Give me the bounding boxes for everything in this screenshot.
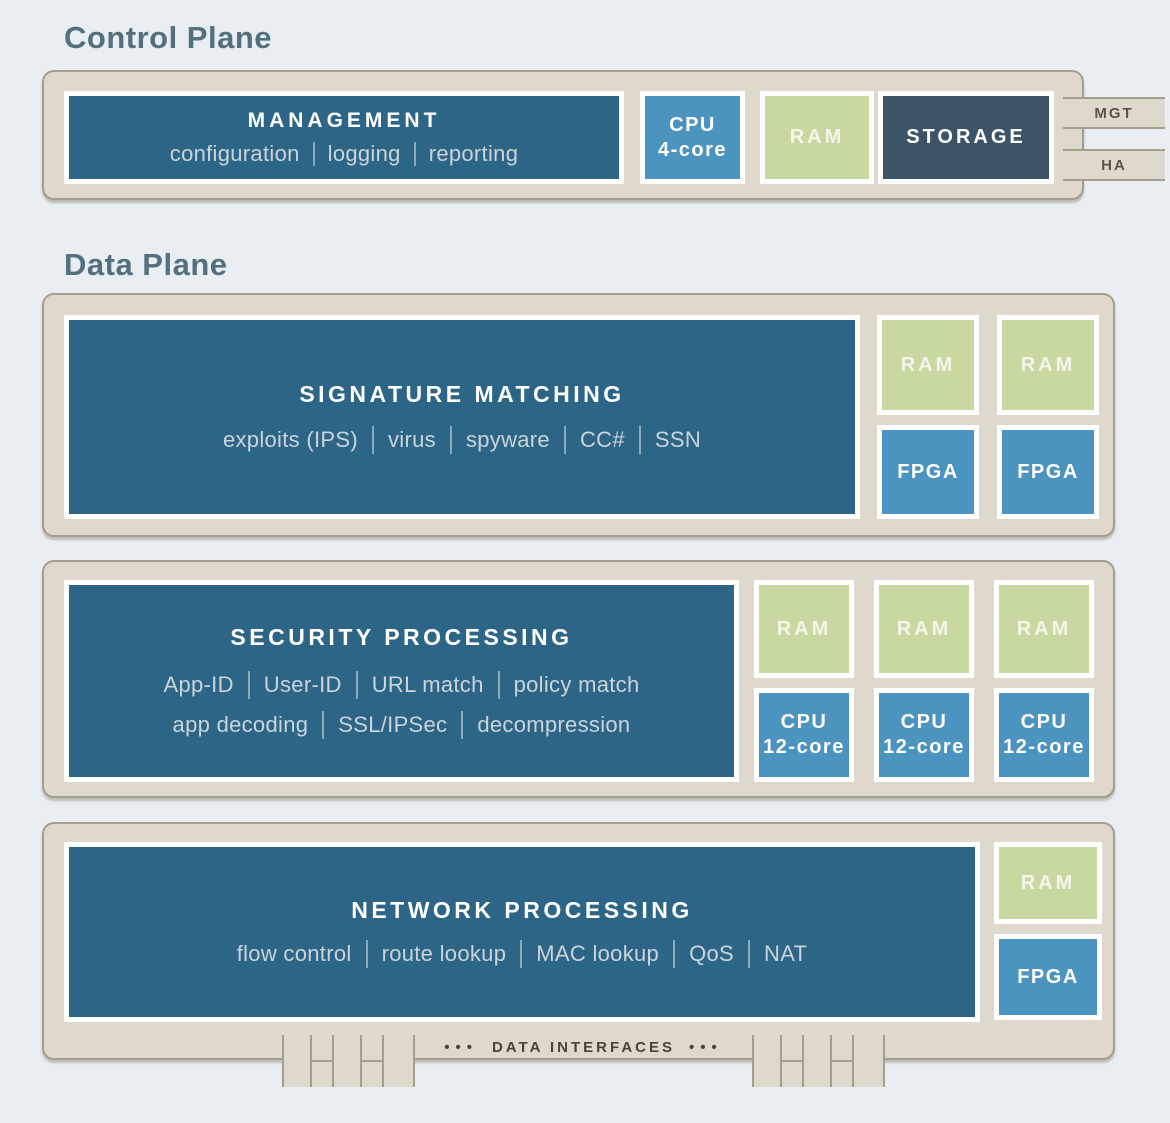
separator bbox=[461, 710, 464, 739]
separator bbox=[563, 425, 566, 454]
signature-matching-title: SIGNATURE MATCHING bbox=[299, 380, 625, 407]
ram-label: RAM bbox=[900, 353, 956, 376]
security-processing-block: SECURITY PROCESSING App-ID User-ID URL mat… bbox=[64, 580, 739, 782]
signature-matching-block: SIGNATURE MATCHING exploits (IPS) virus sp… bbox=[64, 315, 860, 519]
ram-block-sig-2: RAM bbox=[997, 315, 1099, 415]
network-processing-title: NETWORK PROCESSING bbox=[351, 896, 693, 923]
separator bbox=[449, 425, 452, 454]
cpu-label: CPU bbox=[669, 113, 716, 136]
function-item: configuration bbox=[169, 140, 300, 166]
function-item: App-ID bbox=[163, 671, 234, 697]
ram-label: RAM bbox=[1020, 353, 1076, 376]
separator bbox=[247, 670, 250, 699]
management-functions: configuration logging reporting bbox=[170, 141, 518, 167]
function-item: decompression bbox=[477, 711, 631, 737]
function-item: app decoding bbox=[172, 711, 309, 737]
cpu-4core-block: CPU 4-core bbox=[640, 91, 745, 184]
fpga-block-sig-1: FPGA bbox=[877, 425, 979, 519]
fpga-block-sig-2: FPGA bbox=[997, 425, 1099, 519]
cpu-label: CPU bbox=[1020, 711, 1068, 733]
security-processing-panel: SECURITY PROCESSING App-ID User-ID URL mat… bbox=[42, 560, 1115, 798]
storage-block: STORAGE bbox=[878, 91, 1054, 184]
function-item: virus bbox=[387, 426, 436, 452]
function-item: SSL/IPSec bbox=[338, 711, 448, 737]
network-processing-functions: flow control route lookup MAC lookup QoS NAT bbox=[236, 939, 808, 968]
interface-pins-left bbox=[282, 1035, 415, 1087]
cpu-cores-label: 12-core bbox=[763, 736, 845, 758]
cpu-cores-label: 4-core bbox=[657, 138, 728, 161]
fpga-label: FPGA bbox=[1017, 460, 1079, 483]
interface-pins-right bbox=[752, 1035, 885, 1087]
network-processing-panel: NETWORK PROCESSING flow control route loo… bbox=[42, 822, 1115, 1087]
cpu-12core-block-2: CPU 12-core bbox=[874, 688, 974, 782]
storage-label: STORAGE bbox=[906, 126, 1026, 148]
management-block: MANAGEMENT configuration logging reporting bbox=[64, 91, 624, 184]
data-interfaces-label: ••• DATA INTERFACES ••• bbox=[415, 1034, 752, 1060]
ram-block-control: RAM bbox=[760, 91, 874, 184]
ram-block-sec-1: RAM bbox=[754, 580, 854, 678]
function-item: reporting bbox=[428, 140, 519, 166]
security-processing-title: SECURITY PROCESSING bbox=[230, 623, 573, 650]
function-item: CC# bbox=[579, 426, 625, 452]
function-item: URL match bbox=[371, 671, 484, 697]
data-plane-heading: Data Plane bbox=[64, 247, 228, 282]
separator bbox=[673, 939, 676, 968]
separator bbox=[355, 670, 358, 699]
ram-label: RAM bbox=[1016, 617, 1072, 640]
function-item: SSN bbox=[654, 426, 702, 452]
separator bbox=[365, 939, 368, 968]
control-plane-panel: MANAGEMENT configuration logging reporting… bbox=[42, 70, 1165, 200]
data-interfaces-dots-right: ••• bbox=[689, 1038, 723, 1056]
fpga-label: FPGA bbox=[1017, 965, 1079, 988]
cpu-12core-block-1: CPU 12-core bbox=[754, 688, 854, 782]
signature-matching-panel: SIGNATURE MATCHING exploits (IPS) virus sp… bbox=[42, 293, 1115, 537]
cpu-label: CPU bbox=[780, 711, 828, 733]
mgt-port-tab: MGT bbox=[1063, 97, 1165, 129]
data-interfaces-dots-left: ••• bbox=[444, 1038, 478, 1056]
signature-matching-functions: exploits (IPS) virus spyware CC# SSN bbox=[222, 425, 702, 454]
fpga-block-net: FPGA bbox=[994, 934, 1102, 1020]
ram-block-sec-3: RAM bbox=[994, 580, 1094, 678]
mgt-port-label: MGT bbox=[1094, 104, 1134, 122]
network-processing-block: NETWORK PROCESSING flow control route loo… bbox=[64, 842, 980, 1022]
ram-label: RAM bbox=[789, 126, 845, 148]
ram-label: RAM bbox=[776, 617, 832, 640]
function-item: policy match bbox=[513, 671, 640, 697]
data-interfaces-text: DATA INTERFACES bbox=[491, 1038, 676, 1056]
separator bbox=[520, 939, 523, 968]
ram-block-sec-2: RAM bbox=[874, 580, 974, 678]
separator bbox=[748, 939, 751, 968]
ha-port-tab: HA bbox=[1063, 149, 1165, 181]
function-item: User-ID bbox=[263, 671, 342, 697]
function-item: route lookup bbox=[381, 940, 507, 966]
management-title: MANAGEMENT bbox=[247, 108, 441, 132]
separator bbox=[312, 141, 315, 166]
function-item: MAC lookup bbox=[536, 940, 660, 966]
ha-port-label: HA bbox=[1101, 156, 1127, 174]
function-item: logging bbox=[327, 140, 401, 166]
ram-label: RAM bbox=[1020, 871, 1076, 894]
separator bbox=[371, 425, 374, 454]
separator bbox=[322, 710, 325, 739]
ram-block-sig-1: RAM bbox=[877, 315, 979, 415]
security-processing-functions-line1: App-ID User-ID URL match policy match bbox=[163, 670, 640, 699]
function-item: spyware bbox=[465, 426, 550, 452]
separator bbox=[497, 670, 500, 699]
cpu-12core-block-3: CPU 12-core bbox=[994, 688, 1094, 782]
function-item: exploits (IPS) bbox=[222, 426, 358, 452]
separator bbox=[638, 425, 641, 454]
cpu-label: CPU bbox=[900, 711, 948, 733]
separator bbox=[413, 141, 416, 166]
function-item: QoS bbox=[689, 940, 735, 966]
control-plane-heading: Control Plane bbox=[64, 20, 273, 55]
function-item: NAT bbox=[764, 940, 808, 966]
cpu-cores-label: 12-core bbox=[883, 736, 965, 758]
function-item: flow control bbox=[236, 940, 352, 966]
cpu-cores-label: 12-core bbox=[1003, 736, 1085, 758]
ram-label: RAM bbox=[896, 617, 952, 640]
fpga-label: FPGA bbox=[897, 460, 959, 483]
ram-block-net: RAM bbox=[994, 842, 1102, 924]
security-processing-functions-line2: app decoding SSL/IPSec decompression bbox=[172, 710, 631, 739]
